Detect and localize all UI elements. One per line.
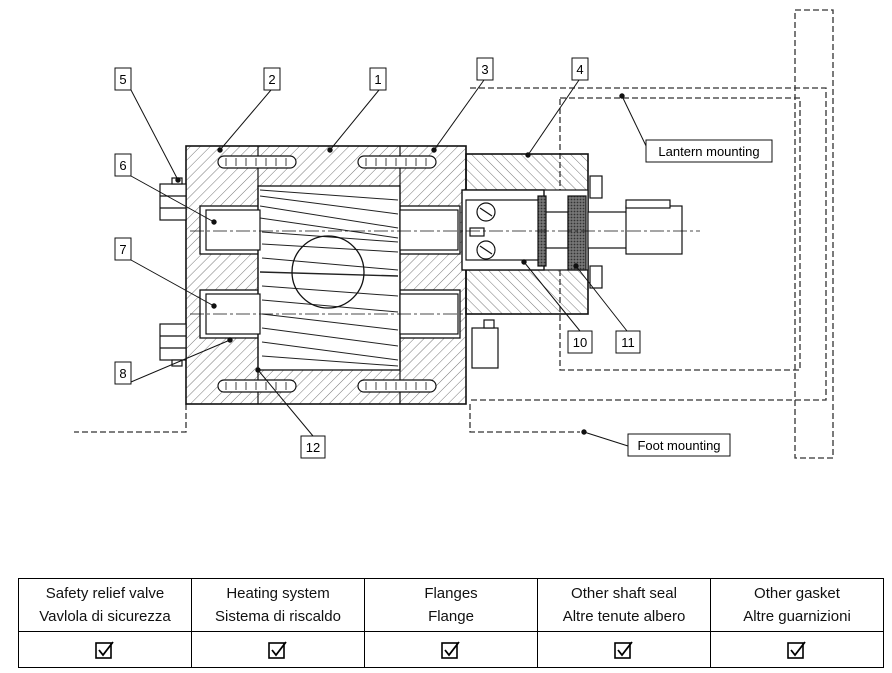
checkbox-checked-icon[interactable] [787,640,807,660]
svg-text:6: 6 [119,158,126,173]
helical-gears [259,189,399,367]
bolts-left [159,177,187,367]
svg-text:2: 2 [268,72,275,87]
drive-shaft [465,195,683,271]
checkbox-checked-icon[interactable] [441,640,461,660]
svg-text:1: 1 [374,72,381,87]
callout-8: 8 [114,361,132,385]
leader-lines [130,79,649,447]
callout-11: 11 [615,330,641,354]
callout-12: 12 [300,435,326,459]
relief-port-circle [291,235,365,309]
callout-6: 6 [114,153,132,177]
callout-7: 7 [114,237,132,261]
centerlines [190,230,700,315]
svg-text:Lantern mounting: Lantern mounting [658,144,759,159]
callout-1: 1 [369,67,387,91]
svg-text:11: 11 [621,335,635,350]
callout-5: 5 [114,67,132,91]
svg-text:7: 7 [119,242,126,257]
heating-channels [217,155,437,393]
foot-mounting-outline [74,404,580,433]
checkbox-checked-icon[interactable] [268,640,288,660]
options-check-row [18,631,884,668]
svg-text:10: 10 [573,335,587,350]
svg-text:5: 5 [119,72,126,87]
foot-mounting-tag: Foot mounting [627,433,731,457]
svg-text:12: 12 [306,440,320,455]
callout-10: 10 [567,330,593,354]
checkbox-checked-icon[interactable] [614,640,634,660]
callout-3: 3 [476,57,494,81]
bolts-right [471,175,603,369]
callout-4: 4 [571,57,589,81]
pump-body [185,145,467,405]
pump-cross-section-drawing: 5 2 1 3 4 6 7 8 10 11 12 Lanter [74,9,834,459]
svg-text:Foot mounting: Foot mounting [637,438,720,453]
svg-text:3: 3 [481,62,488,77]
checkbox-checked-icon[interactable] [95,640,115,660]
svg-text:4: 4 [576,62,583,77]
svg-text:8: 8 [119,366,126,381]
callout-2: 2 [263,67,281,91]
lantern-mounting-tag: Lantern mounting [645,139,773,163]
